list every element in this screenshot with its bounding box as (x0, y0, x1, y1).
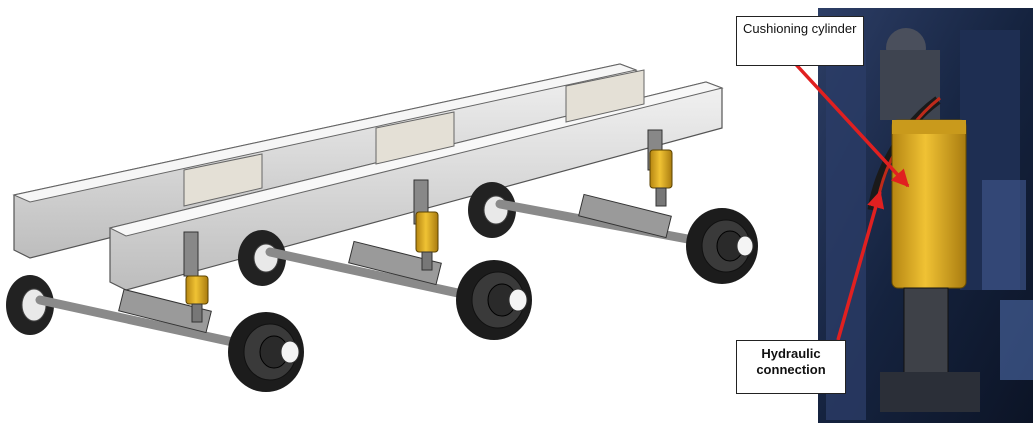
axles (35, 199, 725, 353)
cross-members (183, 69, 645, 207)
shock-absorbers (183, 129, 673, 323)
cushioning-cylinder-text: Cushioning cylinder (743, 21, 857, 36)
front-wheels (228, 208, 758, 392)
wheel-hub (228, 312, 304, 392)
cushioning-cylinder-label: Cushioning cylinder (736, 16, 864, 66)
cushioning-cylinder-arrow (788, 56, 910, 188)
yellow-cylinder (891, 119, 967, 289)
photo-cylinder (818, 8, 1033, 423)
suspension-arms (118, 193, 672, 334)
wheel-hub (686, 208, 758, 284)
cylinder-rod (903, 287, 949, 379)
three-axle-assembly (6, 63, 758, 392)
hydraulic-connection-label: Hydraulic connection (736, 340, 846, 394)
hydraulic-connection-arrow (836, 190, 885, 341)
wheel-hub (456, 260, 532, 340)
hydraulic-connection-text: Hydraulic connection (756, 346, 826, 377)
